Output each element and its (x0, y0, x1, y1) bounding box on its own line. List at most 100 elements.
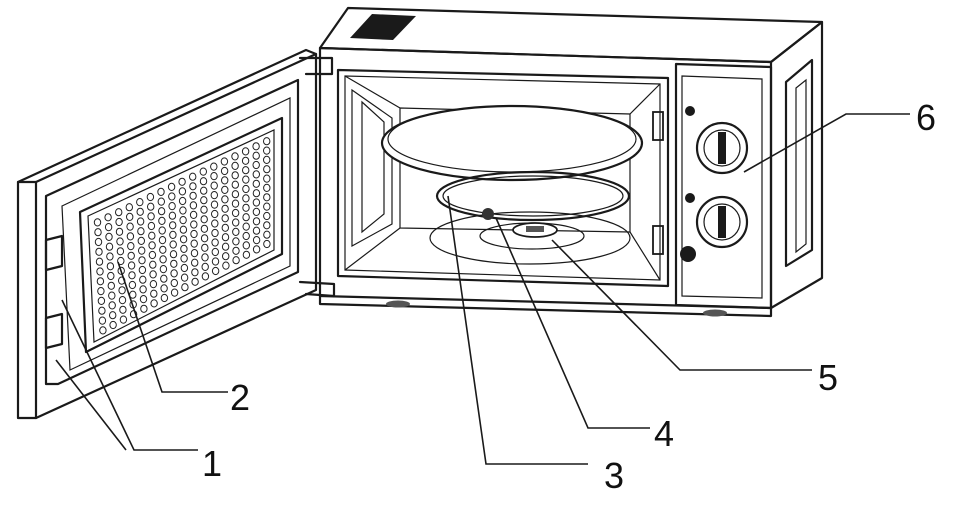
perforation-hole (105, 232, 113, 241)
perforation-hole (138, 265, 147, 275)
perforation-hole (199, 177, 208, 186)
perforation-hole (231, 180, 240, 189)
callout-4: 4 (654, 413, 674, 454)
perforation-hole (136, 198, 144, 207)
perforation-hole (231, 190, 240, 199)
perforation-hole (263, 239, 271, 249)
perforation-hole (146, 192, 155, 202)
perforation-hole (190, 220, 198, 229)
perforation-hole (221, 233, 230, 242)
side-vent-icon (795, 78, 807, 254)
perforation-hole (231, 208, 240, 218)
turntable-shaft (512, 222, 558, 238)
floor-ring-outer (429, 211, 631, 265)
side-panel-inset (784, 58, 814, 268)
perforation-hole (119, 305, 127, 314)
perforation-hole (170, 259, 178, 268)
perforation-hole (157, 187, 165, 196)
perforation-hole (158, 226, 166, 235)
perforation-hole (147, 212, 155, 221)
leader-lines (55, 113, 910, 465)
perforation-hole (108, 291, 116, 300)
perforation-hole (147, 202, 155, 211)
door-hinge-top (298, 56, 334, 76)
perforation-hole (115, 227, 124, 236)
perforation-hole (93, 218, 102, 227)
perforation-hole (242, 203, 250, 212)
perforation-hole (137, 236, 146, 245)
foot-right-icon (703, 309, 727, 317)
callout-2: 2 (230, 377, 250, 418)
perforation-hole (160, 293, 169, 303)
perforation-hole (242, 250, 251, 259)
perforation-hole (118, 296, 127, 305)
perforation-hole (252, 142, 260, 151)
perforation-hole (148, 250, 157, 260)
cavity-left-wall-panel (351, 88, 393, 248)
timer-indicator-icon (685, 193, 695, 203)
perforation-hole (232, 218, 240, 227)
perforation-hole (263, 174, 271, 183)
roller-wheel-icon (482, 208, 494, 220)
leader-6 (743, 113, 910, 173)
callout-1: 1 (202, 443, 222, 484)
perforation-hole (126, 212, 134, 221)
perforation-hole (263, 211, 271, 221)
lower-safety-latch (44, 312, 64, 350)
leader-2 (117, 261, 228, 393)
perforation-hole (168, 192, 176, 201)
door-window-frame (78, 116, 284, 354)
perforation-hole (201, 243, 209, 252)
roller-ring (435, 170, 631, 222)
perforation-hole (95, 257, 104, 266)
perforation-hole (242, 231, 250, 241)
perforation-hole (189, 172, 197, 181)
timer-knob-inner (703, 203, 741, 241)
perforation-hole (200, 215, 208, 224)
perforation-hole (118, 286, 126, 295)
perforation-hole (137, 227, 145, 236)
door-inner-frame (44, 78, 300, 386)
perforation-hole (160, 274, 168, 283)
perforation-hole (167, 182, 176, 191)
glass-turntable (380, 104, 644, 182)
perforation-hole (179, 216, 187, 225)
perforation-hole (222, 252, 230, 261)
perforation-hole (263, 193, 271, 202)
perforation-hole (221, 223, 230, 232)
door-outer (16, 48, 318, 420)
perforation-hole (108, 301, 116, 310)
perforation-hole (180, 244, 188, 253)
perforation-hole (106, 262, 115, 271)
leader-4 (495, 217, 650, 429)
perforation-hole (149, 260, 157, 269)
cabinet-side (769, 20, 824, 310)
upper-safety-latch (44, 234, 64, 272)
perforation-hole (140, 304, 148, 313)
perforation-hole (221, 242, 230, 251)
perforation-hole (116, 247, 125, 256)
perforation-hole (221, 185, 229, 194)
perforation-hole (220, 157, 229, 166)
perforation-hole (150, 299, 158, 308)
perforation-hole (106, 252, 114, 261)
perforation-hole (169, 240, 177, 249)
door-edge (16, 180, 38, 420)
door-seal (61, 97, 291, 371)
perforation-hole (119, 315, 128, 324)
perforation-hole (169, 221, 177, 230)
perforation-hole (232, 237, 240, 246)
perforation-hole (210, 191, 219, 200)
perforation-hole (157, 197, 166, 206)
perforation-hole (139, 285, 147, 294)
perforation-hole (180, 263, 189, 273)
perforation-hole (168, 202, 176, 211)
door-release-button-icon (680, 246, 696, 262)
perforation-hole (159, 255, 167, 264)
perforation-hole (231, 171, 239, 180)
perforation-hole (191, 268, 199, 277)
perforation-hole (126, 222, 134, 231)
perforation-hole (252, 217, 261, 226)
perforation-hole (189, 191, 197, 200)
perforation-hole (178, 187, 187, 196)
